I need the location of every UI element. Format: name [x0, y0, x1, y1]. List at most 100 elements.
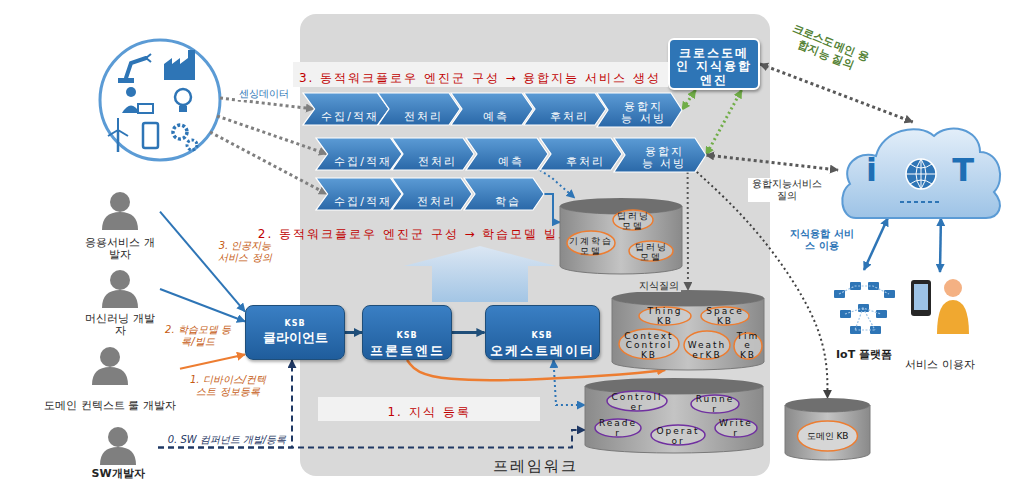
pipeline-chevron: 수집/적재	[303, 93, 389, 125]
node-text: Reader	[597, 419, 639, 438]
text-holder: 융합지능 서빙	[614, 138, 706, 172]
pipeline-chevron: 전처리	[392, 178, 472, 210]
step-banner: 3. 동적워크플로우 엔진군 구성 → 융합지능 서비스 생성	[293, 62, 668, 87]
sensor-illustration	[100, 40, 220, 160]
edge-label-box: 지식질의	[630, 274, 688, 293]
illustration-part	[217, 116, 327, 154]
node-text: T	[952, 152, 974, 188]
store-item: ContextControl KB	[618, 328, 680, 360]
illustration-part	[117, 130, 120, 152]
ksb-box: KSB클라이언트	[245, 305, 345, 360]
component-item: Controller	[606, 390, 668, 412]
node-text: 학습	[495, 196, 521, 209]
component-item: Runner	[690, 394, 740, 414]
node-text: Space KB	[703, 307, 747, 326]
pipeline-chevron: 수집/적재	[316, 178, 402, 210]
database-cylinder: 도메인 KB	[785, 398, 870, 460]
connector	[682, 90, 696, 110]
edge-label-box: 융합지능서비스 질의	[748, 178, 826, 203]
database-cylinder: Controller RunnerReader Operator Writer	[585, 378, 763, 453]
text-holder: 도메인 컨텍스트 룰 개발자	[40, 345, 180, 413]
connector	[540, 170, 575, 198]
text-holder: 수집/적재	[316, 178, 402, 210]
edge-label: 3. 인공지능 서비스 정의	[214, 240, 276, 264]
service-user: 서비스 이용자	[905, 272, 975, 372]
iot-platform: IoT 플랫폼	[828, 270, 900, 362]
connector	[554, 360, 586, 405]
text-holder: Operator	[650, 424, 706, 446]
edge-label-box: 지식융합 서비스 이용	[786, 228, 858, 253]
node-text: 전처리	[418, 156, 457, 169]
edge-label-box: 3. 인공지능 서비스 정의	[214, 240, 276, 265]
sensing-label: 센싱데이터	[237, 88, 291, 100]
text-holder: 1. 지식 등록	[318, 397, 540, 421]
pipeline-chevron: 예측	[451, 93, 533, 125]
text-holder: 크로스도메인 지식융합엔진	[670, 40, 758, 88]
framework-panel: 프레임워크크로스도메인 지식융합엔진3. 동적워크플로우 엔진군 구성 → 융합…	[300, 14, 770, 476]
edge-label: 크로스도메인 융합지능 질의	[782, 21, 873, 78]
node-text: 도메인 컨텍스트 룰 개발자	[44, 400, 176, 413]
edge-label-box: 2. 학습모델 등록/빌드	[160, 324, 236, 349]
node-text: KSB	[531, 331, 552, 340]
node-text: 오케스트레이터	[490, 344, 595, 358]
store-item: Time KB	[733, 332, 763, 360]
text-holder: Space KB	[700, 306, 750, 326]
node-text: Writer	[717, 419, 755, 438]
database-cylinder: 딥러닝 모델기계학습 모델딥러닝 모델	[560, 198, 682, 274]
connector	[697, 172, 828, 398]
text-holder: 딥러닝 모델	[628, 240, 674, 262]
text-holder: 후처리	[540, 138, 622, 170]
developer-figure: 도메인 컨텍스트 룰 개발자	[40, 345, 180, 413]
illustration-part	[143, 123, 158, 148]
pipeline-chevron: 융합지능 서빙	[614, 138, 706, 172]
node-text: Thing KB	[641, 307, 689, 326]
build-up-arrow	[404, 246, 556, 302]
edge-label: 0. SW 컴퍼넌트 개발/등록	[166, 434, 289, 446]
pipeline-chevron: 예측	[466, 138, 548, 170]
sensing-arrows	[210, 98, 327, 194]
text-holder: 예측	[466, 138, 548, 170]
developer-figure: 머신러닝 개발자	[80, 268, 160, 338]
text-holder: 수집/적재	[303, 93, 389, 125]
edge-label-box: 크로스도메인 융합지능 질의	[782, 21, 874, 79]
illustration-part	[173, 125, 187, 139]
node-text: Runner	[693, 395, 737, 414]
store-item: Space KB	[700, 306, 750, 326]
edge-label: 지식질의	[637, 280, 681, 292]
connector	[544, 194, 560, 222]
connector	[345, 331, 362, 334]
iot-platform-outline	[828, 270, 900, 362]
node-text: 예측	[498, 156, 524, 169]
store-item: WeatherKB	[683, 330, 731, 360]
connector	[760, 64, 913, 122]
free-label-box: 센싱데이터	[232, 82, 296, 101]
connector	[864, 218, 888, 270]
illustration-part	[126, 87, 136, 97]
step-banner: 1. 지식 등록	[318, 397, 540, 421]
iot-cloud: iT	[838, 122, 1004, 218]
connector	[706, 155, 838, 170]
text-holder: 후처리	[524, 93, 606, 125]
illustration-part	[122, 106, 140, 114]
node-text: 전처리	[417, 196, 456, 209]
node-text: i	[866, 152, 877, 188]
node-text: 머신러닝 개발자	[80, 313, 160, 338]
edge-label: 1. 디바이스/컨텍스트 정보등록	[186, 374, 270, 398]
node-text: 1. 지식 등록	[387, 406, 470, 420]
text-holder: IoT 플랫폼	[828, 270, 900, 362]
component-item: Operator	[650, 424, 706, 446]
text-holder: 서비스 이용자	[905, 272, 975, 372]
node-text: 융합지능 서빙	[619, 101, 669, 126]
node-text: 프레임워크	[493, 458, 578, 475]
node-text: Operator	[653, 427, 703, 446]
text-holder: 전처리	[392, 178, 472, 210]
text-holder: Reader	[594, 418, 642, 438]
node-text: 수집/적재	[334, 196, 392, 209]
illustration-part	[164, 50, 195, 80]
text-holder: ContextControl KB	[618, 328, 680, 360]
store-item: 딥러닝 모델	[628, 240, 674, 262]
engine-box: 크로스도메인 지식융합엔진	[668, 38, 760, 90]
node-text: KSB	[396, 331, 417, 340]
ksb-box: KSB프론트엔드	[362, 305, 452, 360]
database-cylinder-outline	[785, 398, 870, 460]
